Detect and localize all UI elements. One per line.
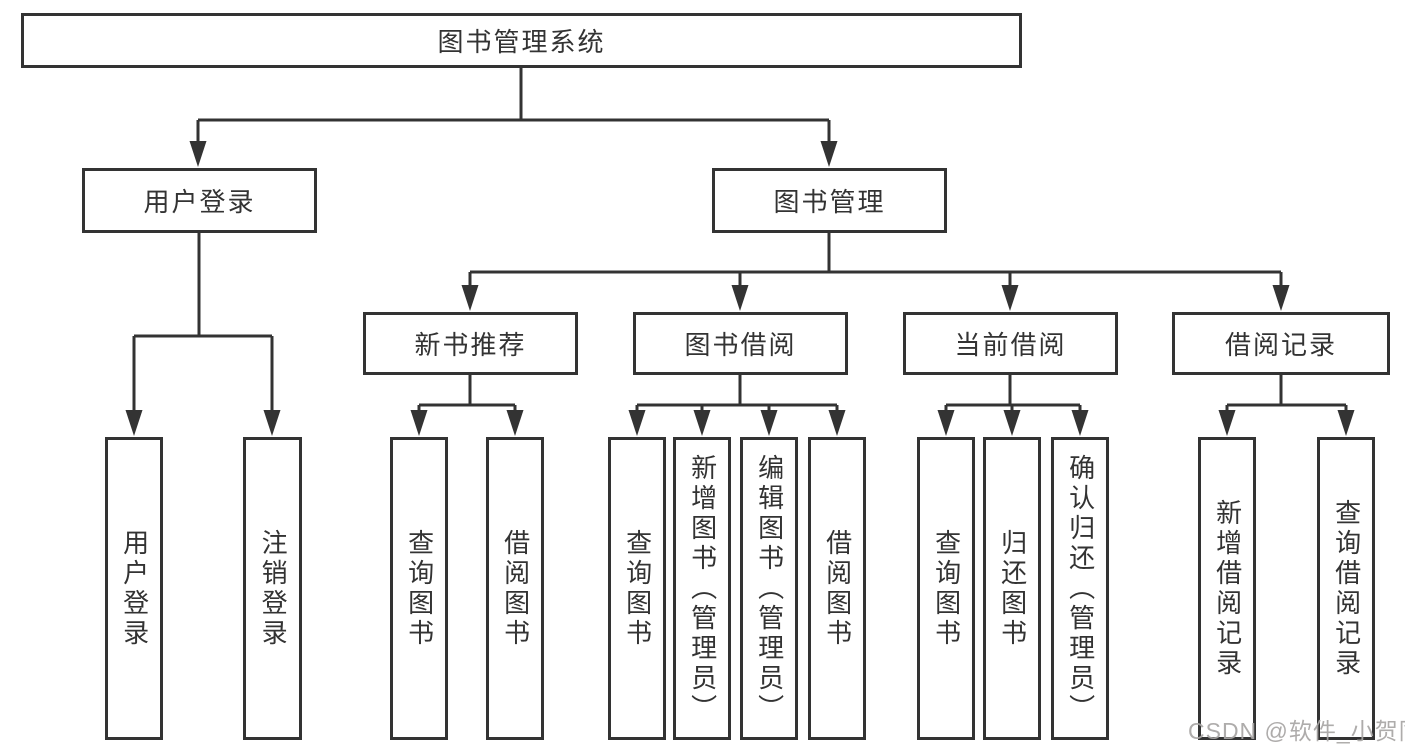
connector-arrow-head <box>937 410 955 436</box>
connector-arrow-head <box>828 410 846 436</box>
leaf-records-query: 查询借阅记录 <box>1317 437 1375 740</box>
node-book-management: 图书管理 <box>712 168 947 233</box>
node-borrow-records-label: 借阅记录 <box>1224 330 1337 360</box>
leaf-records-query-label: 查询借阅记录 <box>1331 498 1362 679</box>
leaf-borrow-add: 新增图书（管理员） <box>673 437 731 740</box>
leaf-logout: 注销登录 <box>243 437 302 740</box>
node-new-book-recommend-label: 新书推荐 <box>414 330 527 360</box>
connector-arrow-head <box>1272 285 1290 311</box>
node-new-book-recommend: 新书推荐 <box>363 312 578 375</box>
connector-arrow-head <box>410 410 428 436</box>
leaf-newbooks-query: 查询图书 <box>390 437 448 740</box>
node-current-borrow: 当前借阅 <box>903 312 1118 375</box>
node-root-label: 图书管理系统 <box>437 27 606 57</box>
connector-arrow-head <box>125 410 143 436</box>
connector-arrow-head <box>1071 410 1089 436</box>
connector-arrow-head <box>1001 285 1019 311</box>
leaf-records-add-label: 新增借阅记录 <box>1212 498 1243 679</box>
node-book-borrow-label: 图书借阅 <box>684 330 797 360</box>
leaf-newbooks-borrow-label: 借阅图书 <box>500 528 531 649</box>
leaf-borrow-query-label: 查询图书 <box>622 528 653 649</box>
leaf-current-confirm: 确认归还（管理员） <box>1051 437 1109 740</box>
leaf-borrow-edit-label: 编辑图书（管理员） <box>754 453 785 724</box>
leaf-current-query-label: 查询图书 <box>931 528 962 649</box>
connector-arrow-head <box>693 410 711 436</box>
leaf-newbooks-borrow: 借阅图书 <box>486 437 544 740</box>
leaf-borrow-borrow: 借阅图书 <box>808 437 866 740</box>
leaf-current-query: 查询图书 <box>917 437 975 740</box>
connector-arrow-head <box>628 410 646 436</box>
node-user-login-label: 用户登录 <box>143 187 256 217</box>
connector-arrow-head <box>506 410 524 436</box>
leaf-user-login: 用户登录 <box>105 437 163 740</box>
node-borrow-records: 借阅记录 <box>1172 312 1390 375</box>
connector-arrow-head <box>760 410 778 436</box>
node-book-management-label: 图书管理 <box>773 187 886 217</box>
connector-arrow-head <box>1003 410 1021 436</box>
leaf-borrow-edit: 编辑图书（管理员） <box>740 437 798 740</box>
leaf-borrow-borrow-label: 借阅图书 <box>822 528 853 649</box>
connector-arrow-head <box>1337 410 1355 436</box>
connector-arrow-head <box>461 285 479 311</box>
leaf-records-add: 新增借阅记录 <box>1198 437 1256 740</box>
leaf-borrow-query: 查询图书 <box>608 437 666 740</box>
node-book-borrow: 图书借阅 <box>633 312 848 375</box>
leaf-current-return-label: 归还图书 <box>997 528 1028 649</box>
leaf-borrow-add-label: 新增图书（管理员） <box>687 453 718 724</box>
connector-arrow-head <box>731 285 749 311</box>
connector-arrow-head <box>820 141 838 167</box>
leaf-newbooks-query-label: 查询图书 <box>404 528 435 649</box>
leaf-user-login-label: 用户登录 <box>119 528 150 649</box>
leaf-current-confirm-label: 确认归还（管理员） <box>1065 453 1096 724</box>
node-user-login: 用户登录 <box>82 168 317 233</box>
connector-arrow-head <box>189 141 207 167</box>
leaf-logout-label: 注销登录 <box>258 528 289 649</box>
connector-arrow-head <box>263 410 281 436</box>
node-current-borrow-label: 当前借阅 <box>954 330 1067 360</box>
leaf-current-return: 归还图书 <box>983 437 1041 740</box>
node-root: 图书管理系统 <box>21 13 1022 68</box>
connector-arrow-head <box>1218 410 1236 436</box>
csdn-watermark: CSDN @软件_小贺同学 <box>1188 718 1405 744</box>
